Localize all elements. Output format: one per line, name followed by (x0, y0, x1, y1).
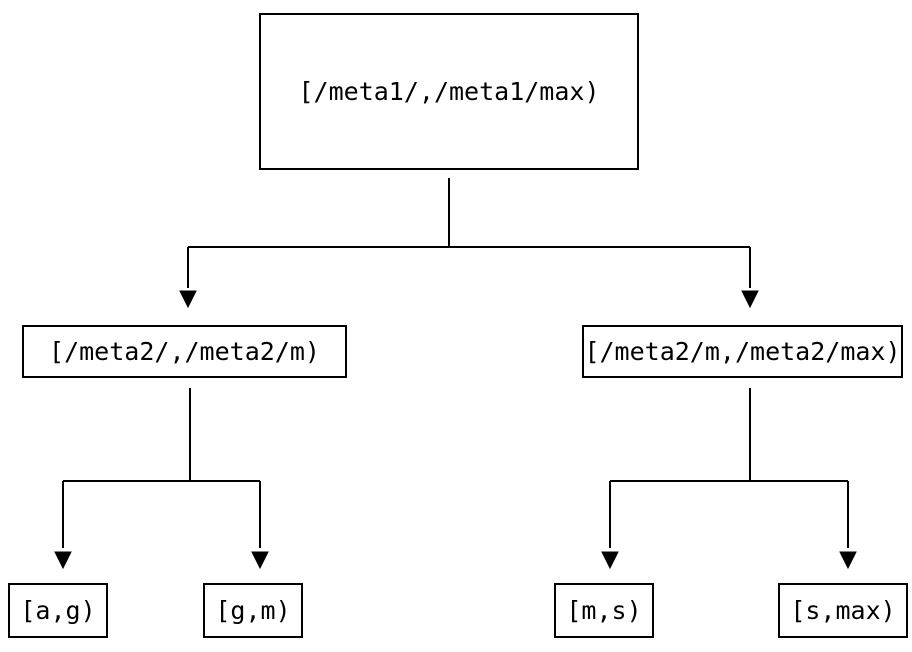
arrowhead-icon (251, 551, 269, 570)
node-leaf-smax: [s,max) (778, 583, 908, 638)
node-leaf-smax-label: [s,max) (790, 596, 896, 625)
node-root-label: [/meta1/,/meta1/max) (298, 77, 600, 106)
node-leaf-ms: [m,s) (554, 583, 654, 638)
node-meta2-right-label: [/meta2/m,/meta2/max) (584, 337, 901, 366)
arrowhead-icon (839, 551, 857, 570)
node-leaf-ag-label: [a,g) (20, 596, 96, 625)
arrowhead-icon (54, 551, 72, 570)
node-leaf-gm: [g,m) (203, 583, 303, 638)
arrowhead-icon (179, 290, 197, 309)
node-leaf-gm-label: [g,m) (215, 596, 291, 625)
node-meta2-right: [/meta2/m,/meta2/max) (582, 325, 903, 378)
node-root: [/meta1/,/meta1/max) (259, 13, 639, 170)
connector-left-children (54, 388, 269, 570)
node-leaf-ag: [a,g) (8, 583, 108, 638)
connector-right-children (601, 388, 857, 570)
arrowhead-icon (601, 551, 619, 570)
arrowhead-icon (741, 290, 759, 309)
node-meta2-left: [/meta2/,/meta2/m) (22, 325, 347, 378)
node-leaf-ms-label: [m,s) (566, 596, 642, 625)
connector-root-children (179, 178, 759, 309)
node-meta2-left-label: [/meta2/,/meta2/m) (49, 337, 320, 366)
